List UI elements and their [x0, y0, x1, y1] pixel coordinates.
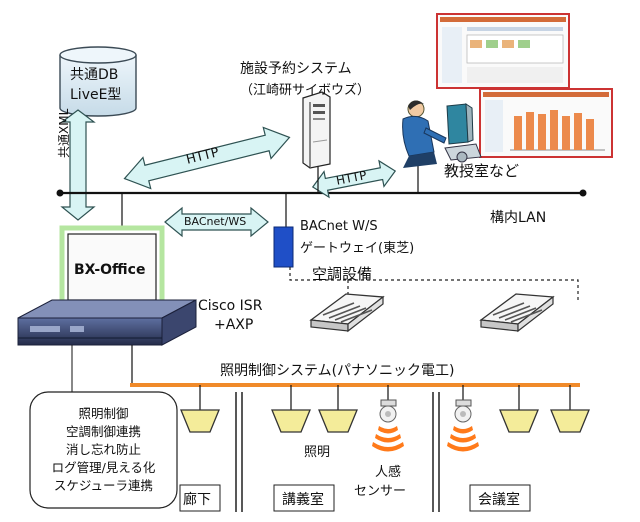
reservation-server — [302, 91, 331, 193]
faculty-room-label: 教授室など — [444, 162, 520, 180]
http-arrow-right — [311, 159, 397, 199]
campus-lan-label: 構内LAN — [490, 210, 547, 226]
room-label-corridor: 廊下 — [183, 492, 211, 508]
room-box-corridor — [179, 484, 221, 512]
sensor-label-line2: センサー — [354, 484, 407, 499]
lamps — [180, 409, 590, 433]
callout-text: 照明制御 空調制御連携 消し忘れ防止 ログ管理/見える化 スケジューラ連携 — [30, 405, 177, 495]
bus-drops — [199, 385, 571, 410]
gateway-dashed-link — [289, 267, 579, 300]
bacnet-ws-arrow — [164, 206, 269, 238]
room-label-lecture: 講義室 — [282, 492, 324, 508]
callout-line: スケジューラ連携 — [53, 478, 154, 493]
callout-line: 消し忘れ防止 — [65, 442, 141, 457]
http-arrow-diagonal — [123, 126, 291, 190]
xml-label: 共通XML — [57, 108, 71, 158]
db-label-line2: LiveE型 — [70, 87, 122, 103]
person-at-computer — [402, 100, 482, 193]
reservation-label-line2: （江崎研サイボウズ） — [240, 83, 371, 98]
lamp-4 — [499, 409, 539, 433]
ac-unit-1 — [309, 293, 385, 333]
lighting-system-label: 照明制御システム(パナソニック電工) — [220, 363, 455, 379]
gateway-label-line1: BACnet W/S — [300, 219, 378, 234]
bx-office-label: BX-Office — [74, 262, 146, 278]
room-box-meeting — [469, 484, 531, 512]
screenshot-thumbnail-2 — [479, 88, 613, 158]
bacnet-ws-label: BACnet/WS — [184, 215, 247, 228]
callout-line: 空調制御連携 — [65, 424, 141, 439]
cisco-router — [17, 299, 197, 346]
sensor-label-line1: 人感 — [375, 465, 402, 480]
db-label-line1: 共通DB — [70, 67, 119, 83]
reservation-label-line1: 施設予約システム — [240, 61, 352, 77]
lamp-2 — [271, 409, 311, 433]
screenshot-thumbnail-1 — [436, 13, 570, 89]
room-label-meeting: 会議室 — [478, 492, 520, 508]
lan-end-right — [579, 189, 587, 197]
lamp-1 — [180, 409, 220, 433]
gateway-label-line2: ゲートウェイ(東芝) — [300, 241, 415, 256]
callout-line: 照明制御 — [78, 406, 129, 421]
motion-sensor-1 — [372, 399, 404, 452]
hvac-label: 空調設備 — [312, 265, 373, 283]
motion-sensor-2 — [447, 399, 479, 452]
lan-end-left — [56, 189, 64, 197]
lamp-3 — [318, 409, 358, 433]
lamp-5 — [550, 409, 590, 433]
ac-unit-2 — [479, 293, 555, 333]
callout-line: ログ管理/見える化 — [51, 460, 156, 475]
cisco-label-line1: Cisco ISR — [198, 298, 263, 314]
bx-office-inner — [67, 233, 157, 301]
callout-box — [29, 391, 178, 509]
common-db-cylinder — [59, 46, 137, 117]
cisco-label-line2: +AXP — [214, 317, 254, 333]
gateway-box — [273, 226, 294, 268]
room-box-lecture — [273, 484, 335, 512]
room-dividers — [235, 392, 440, 512]
lighting-label: 照明 — [304, 445, 331, 460]
